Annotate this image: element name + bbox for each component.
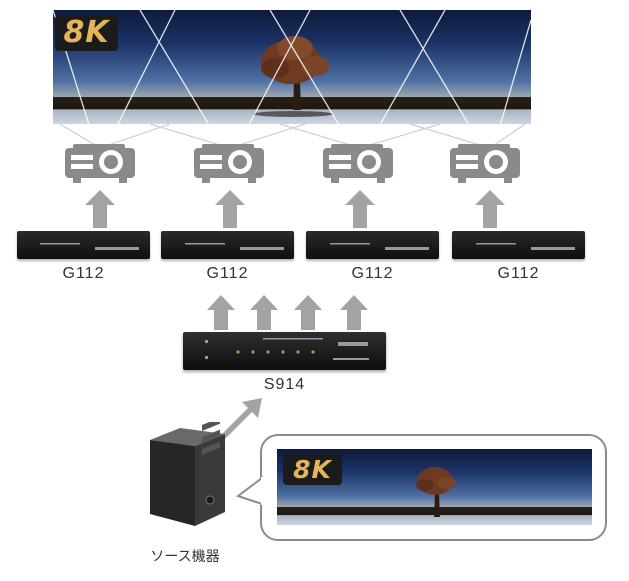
arrow-diagonal-icon bbox=[218, 398, 262, 442]
s914-device bbox=[183, 332, 386, 370]
g112-label-2: G112 bbox=[206, 265, 249, 282]
callout-pointer bbox=[235, 476, 265, 506]
8k-badge: 8K bbox=[55, 15, 118, 51]
8k-badge: 8K bbox=[283, 454, 342, 485]
arrow-up-icon bbox=[294, 295, 322, 330]
arrow-up-icon bbox=[207, 295, 235, 330]
s914-front-panel bbox=[205, 338, 369, 360]
arrow-up-icon bbox=[215, 190, 245, 228]
source-device-label: ソース機器 bbox=[150, 549, 220, 565]
g112-device-3 bbox=[306, 231, 439, 259]
g112-device-1 bbox=[17, 231, 150, 259]
arrow-up-icon bbox=[475, 190, 505, 228]
arrow-up-icon bbox=[85, 190, 115, 228]
g112-label-1: G112 bbox=[62, 265, 105, 282]
arrow-up-icon bbox=[340, 295, 368, 330]
g112-device-4 bbox=[452, 231, 585, 259]
arrow-up-icon bbox=[250, 295, 278, 330]
8k-projected-image bbox=[53, 10, 531, 124]
g112-label-3: G112 bbox=[351, 265, 394, 282]
g112-device-2 bbox=[161, 231, 294, 259]
source-pc-icon bbox=[150, 422, 225, 526]
g112-front-panels bbox=[40, 243, 575, 250]
tree-silhouette bbox=[416, 467, 456, 517]
g112-label-4: G112 bbox=[497, 265, 540, 282]
arrow-up-icon bbox=[345, 190, 375, 228]
s914-label: S914 bbox=[263, 376, 306, 393]
